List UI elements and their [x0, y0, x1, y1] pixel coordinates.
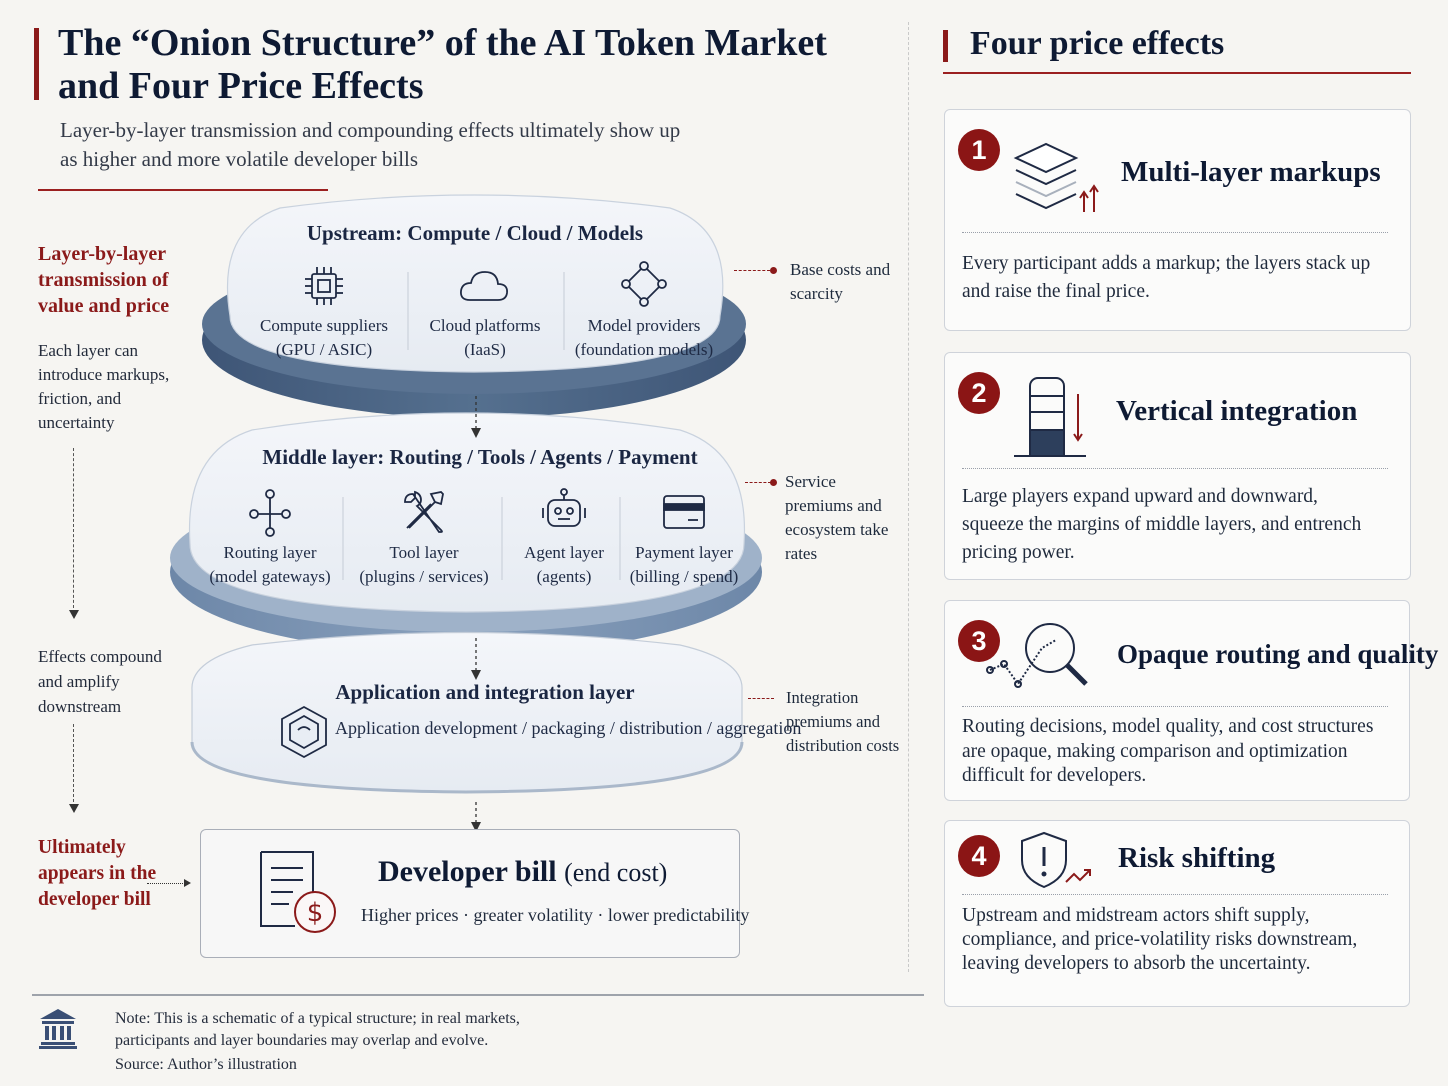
middle-title: Middle layer: Routing / Tools / Agents /… [262, 445, 698, 469]
effect-body-2: Large players expand upward and downward… [962, 486, 1362, 563]
final-arrow-head [184, 879, 191, 887]
transmission-desc: Each layer can introduce markups, fricti… [38, 341, 170, 432]
upstream-note: Base costs and scarcity [790, 260, 891, 303]
package-box-icon [278, 704, 330, 765]
page-subtitle: Layer-by-layer transmission and compound… [60, 118, 681, 171]
upstream-item-cloud: Cloud platforms(IaaS) [429, 316, 541, 359]
effect-divider-2 [962, 468, 1388, 469]
middle-item-tools: Tool layer(plugins / services) [359, 543, 489, 586]
final-arrow-line [147, 883, 185, 884]
upstream-title: Upstream: Compute / Cloud / Models [306, 221, 644, 245]
application-title: Application and integration layer [335, 680, 635, 704]
upstream-item-compute: Compute suppliers(GPU / ASIC) [260, 316, 388, 359]
developer-bill-subtitle: Higher prices · greater volatility · low… [361, 905, 750, 925]
network-nodes-icon [620, 260, 668, 313]
upstream-note-connector [734, 270, 770, 271]
invoice-dollar-icon: $ [255, 848, 341, 941]
middle-note-connector [745, 482, 771, 483]
shield-alert-icon [1018, 830, 1094, 895]
effect-body-3: Routing decisions, model quality, and co… [962, 716, 1374, 786]
effects-accent-bar [943, 30, 948, 62]
application-note: Integration premiums and distribution co… [786, 688, 900, 755]
effect-divider-1 [962, 232, 1388, 233]
effects-underline [943, 72, 1411, 74]
routing-icon [248, 488, 294, 543]
effect-divider-3 [962, 706, 1388, 707]
upstream-note-dot [770, 267, 777, 274]
magnifier-icon [986, 618, 1096, 697]
middle-note-dot [770, 479, 777, 486]
application-desc: Application development / packaging / di… [335, 718, 802, 738]
column-divider [908, 22, 909, 972]
flow-dashed-line-1 [73, 448, 74, 608]
footer-divider [32, 994, 924, 996]
upstream-item-models: Model providers(foundation models) [574, 316, 714, 359]
application-note-connector [748, 698, 774, 699]
developer-bill-title: Developer bill (end cost) [378, 855, 668, 888]
vertical-bar-icon [1010, 374, 1090, 465]
cloud-icon [458, 266, 510, 311]
developer-bill-box [200, 829, 740, 958]
credit-card-icon [662, 494, 706, 535]
effect-card-2 [944, 352, 1411, 580]
effect-title-2: Vertical integration [1116, 395, 1358, 427]
chip-icon [302, 264, 346, 313]
application-disc [190, 631, 744, 794]
middle-item-routing: Routing layer(model gateways) [209, 543, 331, 586]
footer-note: Note: This is a schematic of a typical s… [115, 1010, 520, 1049]
effect-title-4: Risk shifting [1118, 842, 1276, 874]
flow-arrow-1 [69, 610, 79, 619]
stacked-layers-icon [1010, 138, 1106, 223]
flow-arrow-2 [69, 804, 79, 813]
institution-building-icon [38, 1007, 78, 1054]
upstream-disc [202, 194, 746, 418]
effect-number-4: 4 [958, 835, 1000, 877]
title-accent-bar [34, 28, 39, 100]
effect-card-3 [944, 600, 1410, 801]
transmission-heading: Layer-by-layer transmission of value and… [38, 243, 170, 317]
effect-body-4: Upstream and midstream actors shift supp… [962, 905, 1358, 974]
effect-body-1: Every participant adds a markup; the lay… [962, 253, 1371, 302]
middle-item-agents: Agent layer(agents) [524, 543, 604, 586]
onion-layers-graphic [170, 194, 762, 832]
footer-source: Source: Author’s illustration [115, 1056, 297, 1073]
svg-text:$: $ [307, 898, 324, 928]
page-title: The “Onion Structure” of the AI Token Ma… [58, 22, 827, 107]
middle-disc [170, 412, 762, 654]
middle-item-payment: Payment layer(billing / spend) [629, 543, 739, 586]
effect-title-3: Opaque routing and quality [1117, 639, 1439, 669]
effect-number-2: 2 [958, 372, 1000, 414]
effect-title-1: Multi-layer markups [1121, 156, 1381, 188]
flow-dashed-line-2 [73, 724, 74, 802]
compound-note: Effects compound and amplify downstream [38, 647, 162, 716]
effect-number-1: 1 [958, 129, 1000, 171]
effect-divider-4 [962, 894, 1388, 895]
tools-icon [401, 488, 447, 539]
effect-card-1 [944, 109, 1411, 331]
robot-icon [540, 488, 588, 539]
effect-number-3: 3 [958, 620, 1000, 662]
middle-note: Service premiums and ecosystem take rate… [785, 472, 889, 563]
title-underline [38, 189, 328, 191]
final-note: Ultimately appears in the developer bill [38, 837, 157, 910]
effects-heading: Four price effects [970, 25, 1225, 62]
